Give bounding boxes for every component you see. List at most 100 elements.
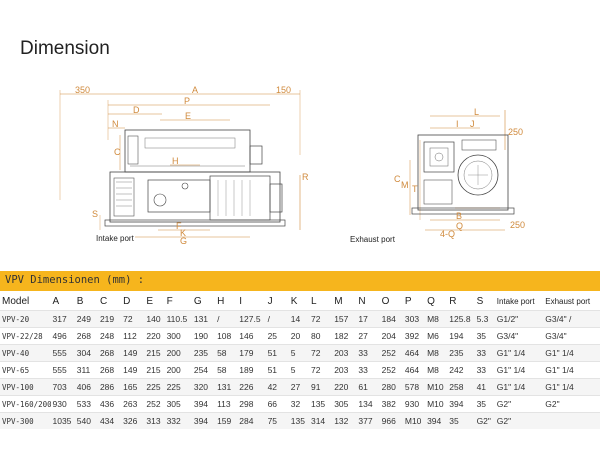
- table-cell: 555: [50, 361, 75, 379]
- table-cell: 263: [121, 395, 145, 413]
- table-cell: 5: [288, 361, 309, 379]
- table-cell: G2": [494, 395, 544, 413]
- exhaust-port-caption: Exhaust port: [350, 235, 395, 244]
- table-cell: 157: [332, 310, 357, 328]
- table-cell: 204: [379, 327, 403, 345]
- table-cell: 35: [447, 412, 475, 429]
- dim-label-r: R: [302, 172, 309, 182]
- table-cell: 203: [332, 361, 357, 379]
- dim-label-a: A: [192, 85, 198, 95]
- table-cell: 377: [356, 412, 380, 429]
- table-cell: 58: [215, 361, 238, 379]
- table-cell: M8: [425, 361, 448, 379]
- table-cell: 215: [144, 361, 165, 379]
- table-cell: 252: [379, 361, 403, 379]
- table-cell: 108: [215, 327, 238, 345]
- table-cell: /: [215, 310, 238, 328]
- header-c: C: [99, 295, 108, 307]
- table-cell: 966: [379, 412, 403, 429]
- table-cell: 159: [215, 412, 238, 429]
- table-cell: 225: [144, 378, 165, 396]
- header-s: S: [476, 295, 484, 307]
- table-cell: 72: [121, 310, 145, 328]
- header-a: A: [52, 295, 60, 307]
- dim-label-f: F: [176, 221, 182, 231]
- table-cell: 190: [191, 327, 216, 345]
- table-cell: G3/4": [543, 327, 600, 345]
- header-intake-port: Intake port: [496, 296, 535, 306]
- table-cell: 235: [447, 344, 475, 362]
- table-cell: 220: [332, 378, 357, 396]
- table-cell: 313: [144, 412, 165, 429]
- table-cell: G2": [543, 395, 600, 413]
- dim-label-h: H: [172, 156, 179, 166]
- table-cell: 394: [425, 412, 448, 429]
- table-cell: /: [265, 310, 289, 328]
- table-cell: 394: [191, 395, 216, 413]
- table-cell: M10: [425, 395, 448, 413]
- table-cell: 66: [265, 395, 289, 413]
- table-cell: 326: [121, 412, 145, 429]
- table-cell: 464: [402, 361, 426, 379]
- table-cell-model: VPV-300: [0, 412, 51, 429]
- dim-label-e: E: [185, 111, 191, 121]
- table-cell: 317: [50, 310, 75, 328]
- table-cell: 149: [121, 344, 145, 362]
- table-cell: 242: [447, 361, 475, 379]
- table-cell: G2": [474, 412, 495, 429]
- dim-label-d: D: [133, 105, 140, 115]
- table-cell: 298: [237, 395, 266, 413]
- table-cell: 320: [191, 378, 216, 396]
- page-title: Dimension: [20, 38, 110, 59]
- table-cell: 382: [379, 395, 403, 413]
- table-cell: 35: [474, 395, 495, 413]
- table-cell: 392: [402, 327, 426, 345]
- table-cell: 35: [474, 327, 495, 345]
- table-header-row: Model A B C D E F G H I J K L M N O P Q …: [0, 292, 600, 311]
- header-f: F: [166, 295, 173, 307]
- table-cell: 27: [356, 327, 380, 345]
- table-cell: 311: [74, 361, 98, 379]
- dim-label-c: C: [114, 147, 121, 157]
- table-cell: 540: [74, 412, 98, 429]
- section-title: VPV Dimensionen (mm) :: [5, 274, 145, 286]
- table-cell: 703: [50, 378, 75, 396]
- side-view-drawing: L I J 250 C M T B Q 250 4-Q: [394, 107, 525, 239]
- table-cell: 215: [144, 344, 165, 362]
- dim-label-n: N: [112, 119, 119, 129]
- header-e: E: [146, 295, 154, 307]
- dim-label-250-horizontal: 250: [510, 220, 525, 230]
- table-cell: G2": [494, 412, 544, 429]
- table-cell: 131: [191, 310, 216, 328]
- table-cell: G3/4" /: [543, 310, 600, 328]
- table-cell: 58: [215, 344, 238, 362]
- table-cell: 303: [402, 310, 426, 328]
- table-cell: 225: [164, 378, 192, 396]
- header-k: K: [290, 295, 298, 307]
- table-cell: 496: [50, 327, 75, 345]
- table-cell: 184: [379, 310, 403, 328]
- table-cell: 194: [447, 327, 475, 345]
- table-cell: 464: [402, 344, 426, 362]
- header-i: I: [239, 295, 243, 307]
- header-q: Q: [427, 295, 435, 307]
- table-cell: 254: [191, 361, 216, 379]
- dim-label-j: J: [470, 119, 475, 129]
- table-cell: 252: [144, 395, 165, 413]
- table-cell: 135: [288, 412, 309, 429]
- table-cell: 304: [74, 344, 98, 362]
- table-cell: 113: [215, 395, 238, 413]
- table-cell: 72: [308, 344, 333, 362]
- section-banner: VPV Dimensionen (mm) :: [0, 271, 600, 291]
- dim-label-c-side: C: [394, 174, 401, 184]
- table-cell: 394: [447, 395, 475, 413]
- table-cell: 930: [402, 395, 426, 413]
- table-cell: 132: [332, 412, 357, 429]
- table-cell: 332: [164, 412, 192, 429]
- table-cell: 5.3: [474, 310, 495, 328]
- table-cell: M6: [425, 327, 448, 345]
